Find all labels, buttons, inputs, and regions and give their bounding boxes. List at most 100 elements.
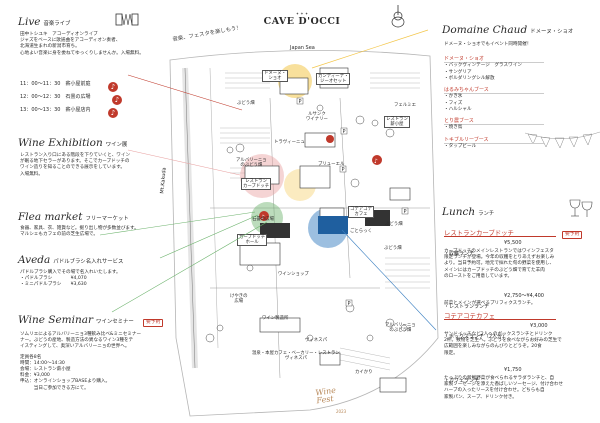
domaine-section-name: はるみちゃんブース bbox=[444, 87, 544, 95]
lunch-desc-line: 限定。 bbox=[444, 350, 458, 356]
domaine-section-item: ・焼き鳥 bbox=[444, 125, 463, 131]
lunch-item-price: ¥2,750～¥4,400 bbox=[504, 293, 544, 299]
live-note-icons: ♪ ♪ ♪ bbox=[108, 82, 122, 118]
loc-budo3[interactable]: ぶどう畑 bbox=[384, 246, 402, 251]
lunch-item-price: ¥3,000 bbox=[530, 323, 548, 329]
wine-seminar-line: ソムリエによるアルバリーニョ3種飲み比べ&ミニセミナー bbox=[20, 332, 142, 337]
lunch-restaurant-desc: カーブドッチのメインレストランではワインフェスタ 限定ランチが登場。今年の収穫を… bbox=[444, 249, 554, 280]
lunch-title-text: Lunch bbox=[442, 206, 476, 218]
wine-seminar-reservation-badge: 要予約 bbox=[143, 319, 164, 327]
domaine-section: とり農ブース ・焼き鳥 bbox=[444, 118, 544, 132]
footer-signature: Wine Fest bbox=[314, 385, 337, 406]
loc-wine-lab[interactable]: ワイン製造所 bbox=[262, 316, 289, 321]
loc-restaurant-main[interactable]: レストラン カーブドッチ bbox=[241, 178, 272, 191]
music-note-markers bbox=[259, 135, 382, 221]
loc-cotearbo[interactable]: コテアコテ カフェ bbox=[348, 206, 374, 219]
loc-domaine[interactable]: ドメーヌ・ ショオ bbox=[262, 70, 288, 83]
loc-wineshop[interactable]: ワインショップ bbox=[278, 272, 309, 277]
lunch-desc-line: のローストをご用意しています。 bbox=[444, 273, 513, 279]
lunch-item-price: ¥1,750 bbox=[504, 367, 522, 373]
loc-budo2[interactable]: ぶどう畑 bbox=[385, 222, 403, 227]
loc-cantina[interactable]: カンティーナ・ ジーオセット bbox=[316, 73, 351, 86]
loc-ishi[interactable]: 石畳の広場 bbox=[252, 217, 274, 222]
svg-text:P: P bbox=[404, 209, 407, 215]
lunch-item-name: ・レストランランチ bbox=[444, 304, 490, 310]
live-subtitle: 音楽ライブ bbox=[43, 21, 71, 27]
svg-text:♪: ♪ bbox=[374, 158, 378, 165]
loc-restaurant-top[interactable]: ルサンク ワイナリー bbox=[306, 112, 328, 123]
wine-exhibition-line: レストラン入り口にある階段を下りていくと、ワイン bbox=[20, 153, 131, 158]
loc-fermier[interactable]: フェルミエ bbox=[394, 103, 416, 108]
domaine-section-name: トキブルリーブース bbox=[444, 137, 544, 145]
lunch-desc-line: より。当日予約可。地元で採れた旬の野菜を使用し、 bbox=[444, 261, 555, 267]
svg-text:P: P bbox=[299, 99, 302, 105]
aveda-line: ・ミニパドルブラシ ¥3,630 bbox=[20, 282, 87, 288]
loc-keyaki[interactable]: けやきの 広場 bbox=[230, 294, 248, 305]
flea-market-desc: 食器、家具、衣、雑貨など。掘り出し物が多数並びます。 マルシェもカフェの前の芝生… bbox=[20, 226, 139, 238]
wine-glass-icon bbox=[569, 199, 593, 217]
live-line: 心地よい音楽に身を委ねてゆっくりしませんか。入場無料。 bbox=[20, 50, 144, 56]
live-slot: 11：00～11：30 薪小屋前庭 bbox=[20, 81, 91, 87]
live-desc: 田中トシユキ アコーディオンライブ ジャズをベースに歌謡曲をアコーディオン奏者、… bbox=[20, 32, 144, 57]
wine-seminar-line: 時間：14:00～14:30 bbox=[20, 360, 65, 366]
wine-seminar-line: 会場：レストラン薪小屋 bbox=[20, 367, 71, 373]
music-note-icon: ♪ bbox=[108, 108, 118, 118]
wine-seminar-line: ナー。ぶどうの産地、製造方法の異なるワイン3種をテ bbox=[20, 338, 134, 344]
lunch-restaurant-item: ・収穫ランチ ¥5,500 bbox=[444, 240, 584, 259]
loc-spa[interactable]: 温泉・本屋カフェ・ベーカリー・レストラン ヴィネスパ bbox=[252, 351, 340, 362]
lunch-item-name: ・ボックスランチ（2人分） bbox=[444, 334, 508, 340]
lunch-desc-line: 家製パン、スープ、ドリンク付き。 bbox=[444, 394, 517, 400]
lunch-desc-line: カーブドッチのメインレストランではワインフェスタ bbox=[444, 249, 554, 254]
loc-brasserie[interactable]: ブリューエル bbox=[318, 162, 345, 167]
logo-text: CAVE D'OCCI bbox=[263, 16, 341, 27]
wine-exhibition-line: 入場無料。 bbox=[20, 171, 43, 177]
loc-alberi[interactable]: アルバリーニョ のぶどう畑 bbox=[236, 158, 267, 169]
lunch-cafe-name: コテアコテカフェ bbox=[444, 313, 556, 321]
loc-vineria[interactable]: ヴィネスパ bbox=[305, 338, 327, 343]
loc-gondola[interactable]: ごとらっく bbox=[350, 229, 372, 234]
lunch-item-price: ¥5,500 bbox=[504, 240, 522, 246]
domaine-section-item: ・バックヴィンテージ グラスワイン bbox=[444, 63, 522, 69]
wine-seminar-line: 料金：¥3,000 bbox=[20, 373, 50, 379]
venue-map: ♪ ♪ P P P P P bbox=[169, 49, 439, 417]
loc-trotinier[interactable]: トラヴィーニュ bbox=[274, 140, 305, 145]
domaine-section: はるみちゃんブース ・かき氷 ・フィズ ・ハルシャル bbox=[444, 87, 544, 113]
flea-market-title-text: Flea market bbox=[18, 211, 83, 223]
lunch-reservation-badge: 要予約 bbox=[562, 231, 583, 239]
music-note-icon: ♪ bbox=[112, 95, 122, 105]
live-slot: 12：00～12：30 石畳の広場 bbox=[20, 94, 91, 100]
domaine-section-item: ・ボルダリングシル解放 bbox=[444, 75, 495, 81]
wine-seminar-line: 当日ご参加できる方にて。 bbox=[20, 385, 89, 391]
svg-text:♪: ♪ bbox=[261, 214, 265, 221]
loc-restaurant-upper[interactable]: レストラン 薪小屋 bbox=[384, 116, 410, 129]
lunch-desc-line: メインにはカーブドッチのぶどう畑で育てた羊肉 bbox=[444, 267, 545, 273]
lunch-item-name: ・収穫ランチ bbox=[444, 251, 475, 257]
domaine-subtitle: ドメーヌ・ショオ bbox=[530, 29, 574, 35]
aveda-title-text: Aveda bbox=[18, 254, 51, 266]
svg-text:P: P bbox=[348, 301, 351, 307]
loc-kaiyu[interactable]: カイかり bbox=[355, 370, 373, 375]
live-title-text: Live bbox=[18, 16, 41, 28]
lunch-desc-line: 2杯。敷物を芝生へ。ぶどうを食べながらお好みの芝生で bbox=[444, 338, 562, 344]
lunch-subtitle: ランチ bbox=[478, 211, 495, 217]
lunch-desc-line: 限定ランチが登場。今年の収穫をとりあえずお楽しみ bbox=[444, 255, 555, 261]
live-line: ジャズをベースに歌謡曲をアコーディオン奏者、 bbox=[20, 38, 121, 44]
wine-exhibition-title-text: Wine Exhibition bbox=[18, 137, 103, 149]
loc-alberi2[interactable]: アルバリーニョ のぶどう畑 bbox=[385, 323, 416, 334]
domaine-intro: ドメーヌ・ショオでもイベント同時開催！ bbox=[444, 42, 532, 47]
guitar-icon bbox=[388, 3, 408, 29]
lunch-cafe-item: ・ボックスランチ（2人分） ¥3,000 bbox=[444, 323, 594, 342]
domaine-title-text: Domaine Chaud bbox=[442, 24, 528, 36]
domaine-section-item: ・サングリア bbox=[444, 69, 472, 75]
aveda-subtitle: パドルブラシ名入れサービス bbox=[53, 259, 124, 265]
loc-budo1[interactable]: ぶどう畑 bbox=[237, 101, 255, 106]
aveda-desc: パドルブラシ購入でその場で名入れいたします。 ・パドルブラシ ¥4,070 ・ミ… bbox=[20, 270, 121, 289]
wine-seminar-desc: ソムリエによるアルバリーニョ3種飲み比べ&ミニセミナー ナー。ぶどうの産地、製造… bbox=[20, 332, 141, 392]
domaine-section: ドメーヌ・ショオ ・バックヴィンテージ グラスワイン ・サングリア ・ボルダリン… bbox=[444, 56, 544, 82]
lunch-desc-line: ハーブの入ったリースを付け合わせ。どちらも自 bbox=[444, 388, 545, 394]
loc-cave-hall[interactable]: カーブドッチ ホール bbox=[237, 234, 268, 247]
